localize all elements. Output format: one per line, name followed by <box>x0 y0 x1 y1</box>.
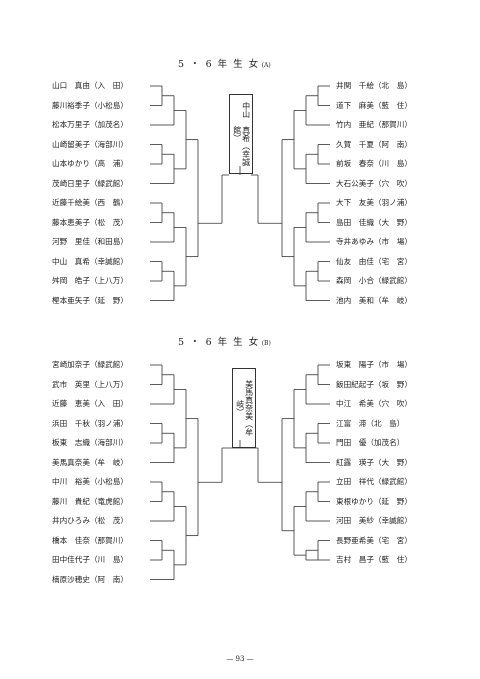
section-a-block-label: (A) <box>261 62 271 69</box>
left-entry: 板東 志織（海部川） <box>52 438 128 447</box>
left-entry: 井内ひろみ（松 茂） <box>52 516 128 525</box>
right-entry: 中江 希美（穴 吹） <box>336 399 412 408</box>
left-entry: 楠原沙穂史（阿 南） <box>52 574 128 584</box>
left-entry: 山本ゆかり（高 浦） <box>52 159 128 168</box>
section-a-title-text: 5 ・ 6 年 生 女 <box>178 59 260 70</box>
left-entry: 藤本恵美子（松 茂） <box>52 217 128 227</box>
right-entry: 道下 麻美（藍 住） <box>336 100 412 110</box>
right-entry: 河田 美紗（幸誠館） <box>336 516 412 525</box>
section-a-champion-box: 中山 真希（幸誠館） <box>229 94 253 174</box>
left-entry: 宮崎加奈子（緑武館） <box>52 360 128 369</box>
left-entry: 松本万里子（加茂名） <box>52 120 128 129</box>
right-entry: 東根ゆかり（延 野） <box>336 496 412 506</box>
right-entry: 大石公美子（穴 吹） <box>336 178 412 188</box>
right-entry: 島田 佳織（大 野） <box>336 217 412 227</box>
left-entry: 田中佳代子（川 島） <box>52 555 128 564</box>
left-entry: 近藤千絵美（西 鶴） <box>52 198 128 207</box>
right-entry: 大下 友美（羽ノ浦） <box>336 198 412 207</box>
right-entry: 寺井あゆみ（市 場） <box>336 237 412 246</box>
section-a-champion: 中山 真希（幸誠館） <box>232 102 251 166</box>
right-entry: 門田 優（加茂名） <box>336 438 405 447</box>
right-entry: 立田 祥代（緑武館） <box>336 477 412 486</box>
section-b-champion: 美馬真奈美（牟 岐） <box>235 380 254 444</box>
right-entry: 吉村 昌子（藍 住） <box>336 555 412 564</box>
right-entry: 井関 千絵（北 島） <box>336 81 412 90</box>
right-entry: 仙友 由佳（宅 宮） <box>336 256 412 266</box>
left-entry: 茂崎日里子（緑武館） <box>52 178 128 188</box>
left-entry: 浜田 千秋（羽ノ浦） <box>52 418 128 428</box>
left-entry: 美馬真奈美（牟 岐） <box>52 457 128 467</box>
left-entry: 舛岡 皓子（上八万） <box>52 276 128 285</box>
left-entry: 山口 真由（入 田） <box>52 81 128 90</box>
left-entry: 橋本 佳奈（那賀川） <box>52 535 128 545</box>
left-entry: 藤川 貴紀（竜虎館） <box>52 496 128 506</box>
right-entry: 池内 美和（牟 岐） <box>336 295 412 305</box>
right-entry: 江富 滞（北 島） <box>336 418 405 428</box>
right-entry: 飯田紀起子（坂 野） <box>336 379 412 389</box>
right-entry: 竹内 亜紀（那賀川） <box>336 120 412 129</box>
right-entry: 森岡 小合（緑武館） <box>336 276 412 285</box>
left-entry: 河野 里佳（和田島） <box>52 237 128 246</box>
left-entry: 近藤 恵美（入 田） <box>52 399 128 408</box>
section-b-champion-box: 美馬真奈美（牟 岐） <box>232 368 256 448</box>
left-entry: 中川 裕美（小松島） <box>52 477 128 486</box>
section-b-title: 5 ・ 6 年 生 女(B) <box>178 334 271 348</box>
right-entry: 紅露 瑛子（大 野） <box>336 457 412 467</box>
left-entry: 藤川裕季子（小松島） <box>52 100 128 110</box>
right-entry: 前坂 春奈（川 島） <box>336 159 412 168</box>
left-entry: 中山 真希（幸誠館） <box>52 256 128 266</box>
left-entry: 樫本亜矢子（延 野） <box>52 295 128 305</box>
left-entry: 山崎留美子（海部川） <box>52 139 128 149</box>
right-entry: 坂東 陽子（市 場） <box>336 360 412 369</box>
section-b-title-text: 5 ・ 6 年 生 女 <box>178 337 260 348</box>
right-entry: 久賀 千夏（阿 南） <box>336 139 412 149</box>
right-entry: 長野亜希美（宅 宮） <box>336 535 412 545</box>
page-number: — 93 — <box>226 655 254 663</box>
section-b-block-label: (B) <box>261 340 271 347</box>
section-a-title: 5 ・ 6 年 生 女(A) <box>178 56 271 70</box>
left-entry: 武市 英里（上八万） <box>52 379 128 389</box>
